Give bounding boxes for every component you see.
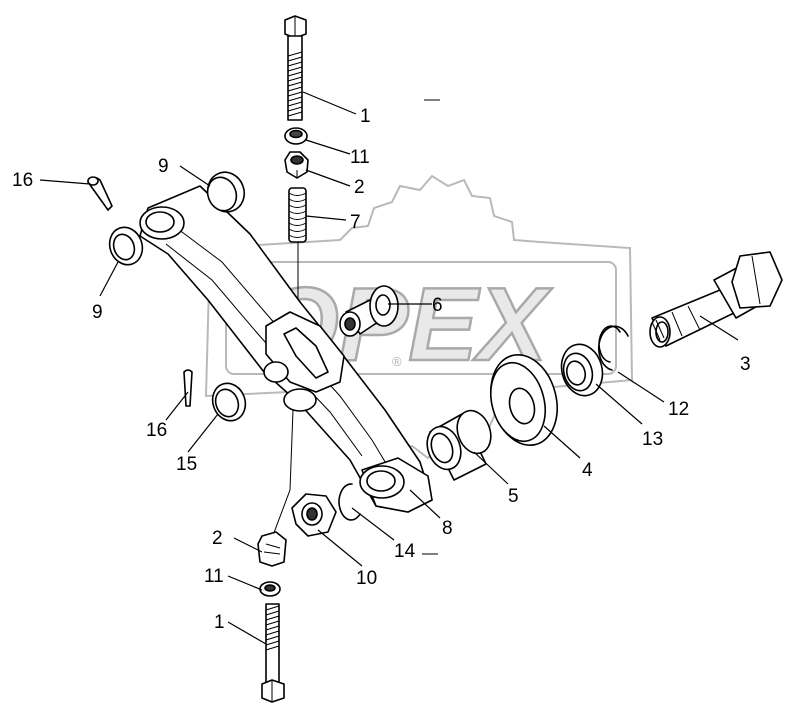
ring-top-right — [206, 171, 246, 213]
cotter-pin-mid — [183, 369, 193, 407]
nut-top — [284, 151, 309, 179]
threaded-stud — [288, 187, 307, 300]
callout-16-mid: 16 — [146, 420, 167, 441]
callout-1-top: 1 — [360, 106, 371, 127]
leader-lines — [39, 91, 739, 645]
cotter-pin-top — [87, 176, 113, 211]
callout-3: 3 — [740, 354, 751, 375]
callout-7: 7 — [350, 212, 361, 233]
callout-8: 8 — [442, 518, 453, 539]
callout-6: 6 — [432, 295, 443, 316]
snap-ring — [338, 483, 361, 521]
ring-left — [108, 226, 144, 266]
callout-2-top: 2 — [354, 177, 365, 198]
callout-9-left: 9 — [92, 302, 103, 323]
bolt-bottom — [261, 603, 285, 703]
large-disc — [490, 354, 558, 446]
callout-13: 13 — [642, 429, 663, 450]
lever-arm — [139, 185, 433, 539]
callout-1-bottom: 1 — [214, 612, 225, 633]
retaining-ring — [597, 325, 629, 371]
sleeve-bushing — [426, 409, 492, 481]
hex-nut-large — [291, 493, 337, 537]
washer-top — [284, 127, 308, 145]
callout-11-bottom: 11 — [204, 566, 224, 587]
callout-5: 5 — [508, 486, 519, 507]
callout-9-top: 9 — [158, 156, 169, 177]
flanged-bushing — [339, 285, 399, 337]
callout-labels: 1 11 2 7 6 3 12 13 4 5 8 14 10 9 16 9 16… — [12, 106, 751, 633]
bearing — [560, 343, 604, 397]
shaft-pin — [649, 251, 783, 348]
callout-10: 10 — [356, 568, 377, 589]
callout-4: 4 — [582, 460, 593, 481]
ring-15 — [211, 382, 247, 422]
washer-bottom — [259, 581, 281, 597]
callout-2-bottom: 2 — [212, 528, 223, 549]
callout-11-top: 11 — [350, 147, 370, 168]
watermark-registered-mark: ® — [392, 354, 402, 369]
nut-bottom — [257, 531, 287, 567]
callout-16-top: 16 — [12, 170, 33, 191]
callout-15: 15 — [176, 454, 197, 475]
callout-14: 14 — [394, 541, 416, 562]
callout-12: 12 — [668, 399, 689, 420]
bolt-top — [284, 15, 307, 121]
